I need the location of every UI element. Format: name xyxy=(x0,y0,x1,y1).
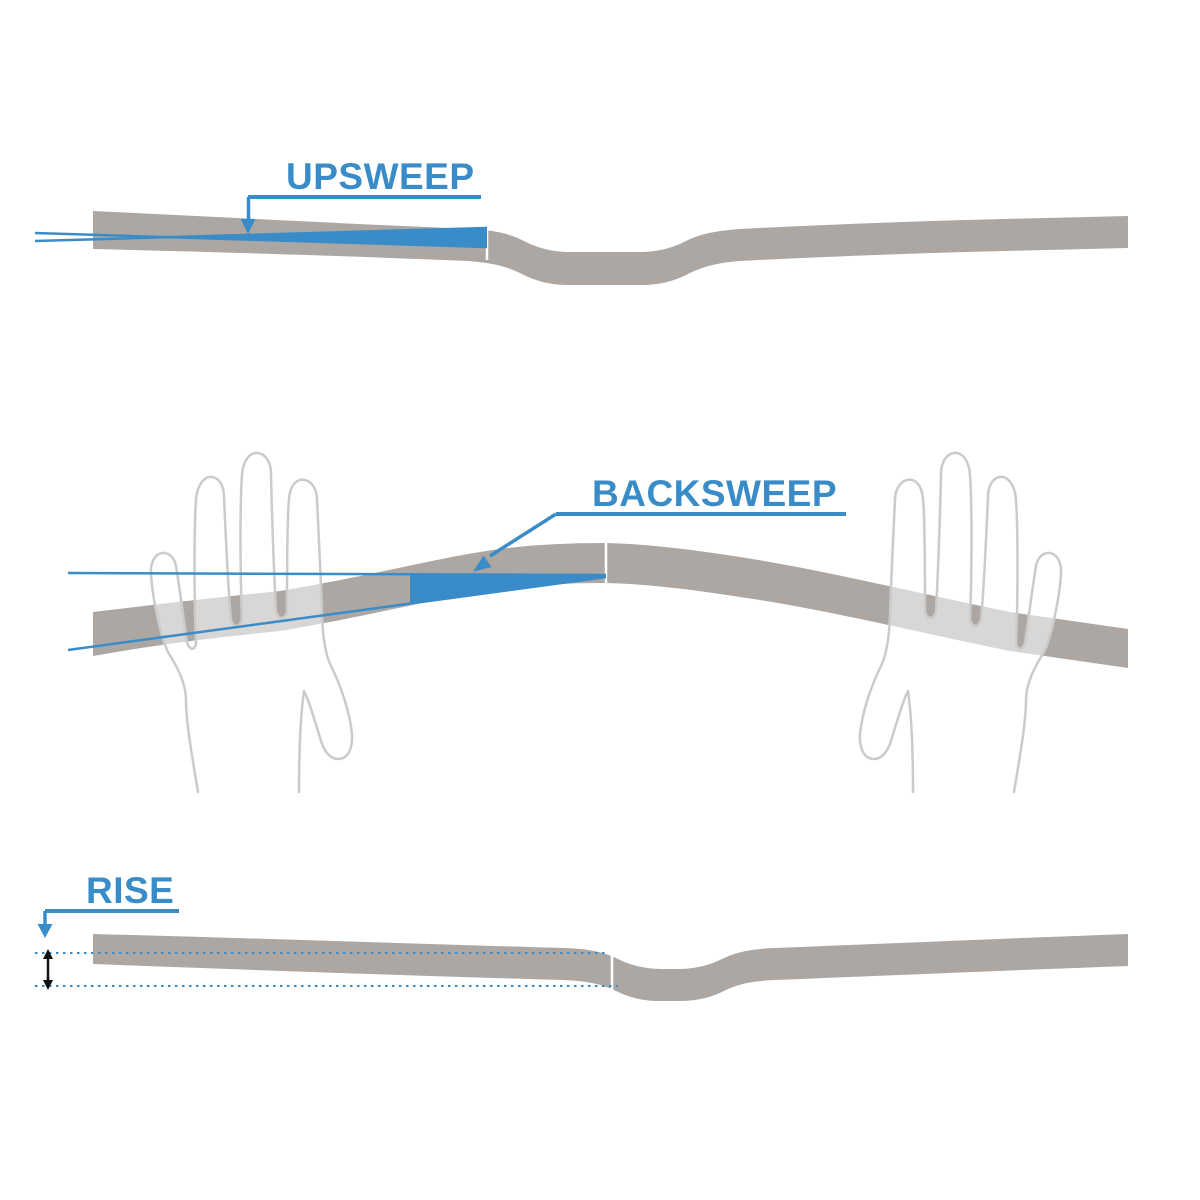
handlebar-front-view-rise xyxy=(93,934,1128,1001)
backsweep-reference-line-horizontal xyxy=(67,571,607,577)
arrowheads-group xyxy=(37,219,492,938)
upsweep-angle-wedge xyxy=(150,228,487,247)
backsweep-leader-line xyxy=(489,512,557,558)
upsweep-label: UPSWEEP xyxy=(286,156,475,197)
rise-measure-arrowhead-up xyxy=(43,949,53,959)
handlebar-front-view-upsweep xyxy=(93,211,1128,285)
rise-measure-arrow xyxy=(43,949,53,990)
upsweep-reference-line-upper xyxy=(34,226,488,243)
backsweep-arrowhead xyxy=(472,555,492,572)
left-hand-outline xyxy=(149,451,354,794)
backsweep-label: BACKSWEEP xyxy=(592,473,837,514)
upsweep-reference-line-lower xyxy=(34,231,488,249)
right-hand-outline xyxy=(858,451,1063,794)
reference-lines-group xyxy=(34,195,846,987)
rise-label: RISE xyxy=(86,870,174,911)
rise-measure-arrowhead-down xyxy=(43,980,53,990)
backsweep-reference-line-bar-axis xyxy=(67,575,607,652)
rise-arrowhead xyxy=(37,924,53,938)
upsweep-arrowhead xyxy=(240,219,256,234)
bar-seams-group xyxy=(485,230,614,999)
